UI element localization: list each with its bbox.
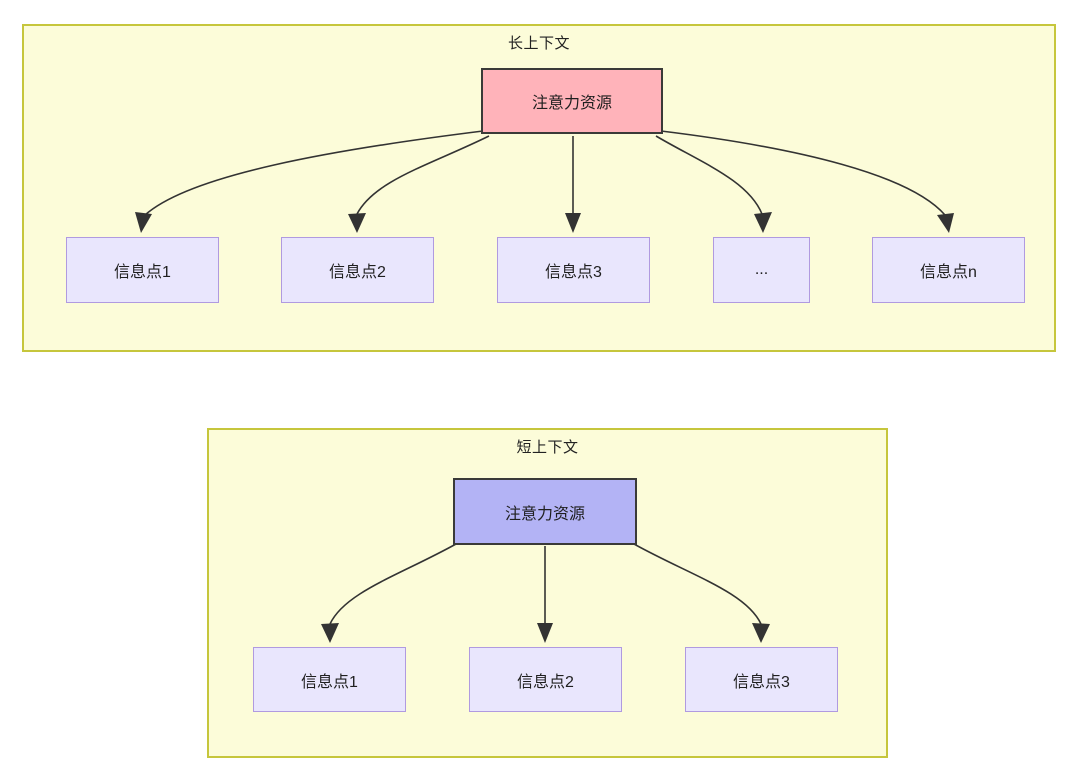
node-label: 注意力资源 [504,505,585,523]
node-long-context-info-point-ellipsis[interactable]: ... [713,237,810,303]
node-label: 信息点1 [301,673,358,691]
node-label: 信息点n [920,264,977,281]
node-label: 信息点2 [517,673,574,691]
node-label: 信息点3 [733,673,790,691]
panel-long-context-title: 长上下文 [507,35,570,52]
node-label: 信息点1 [114,264,171,281]
node-label: 信息点3 [545,264,602,281]
node-short-context-info-point-3[interactable]: 信息点3 [685,647,838,712]
node-long-context-attention-resource[interactable]: 注意力资源 [481,68,663,134]
node-long-context-info-point-1[interactable]: 信息点1 [66,237,219,303]
node-long-context-info-point-2[interactable]: 信息点2 [281,237,434,303]
node-short-context-info-point-2[interactable]: 信息点2 [469,647,622,712]
node-label: 信息点2 [329,264,386,281]
node-label: 注意力资源 [531,95,612,112]
node-short-context-info-point-1[interactable]: 信息点1 [253,647,406,712]
panel-short-context-title: 短上下文 [516,439,579,456]
node-label: ... [754,261,769,278]
node-short-context-attention-resource[interactable]: 注意力资源 [453,478,637,545]
node-long-context-info-point-3[interactable]: 信息点3 [497,237,650,303]
node-long-context-info-point-n[interactable]: 信息点n [872,237,1025,303]
